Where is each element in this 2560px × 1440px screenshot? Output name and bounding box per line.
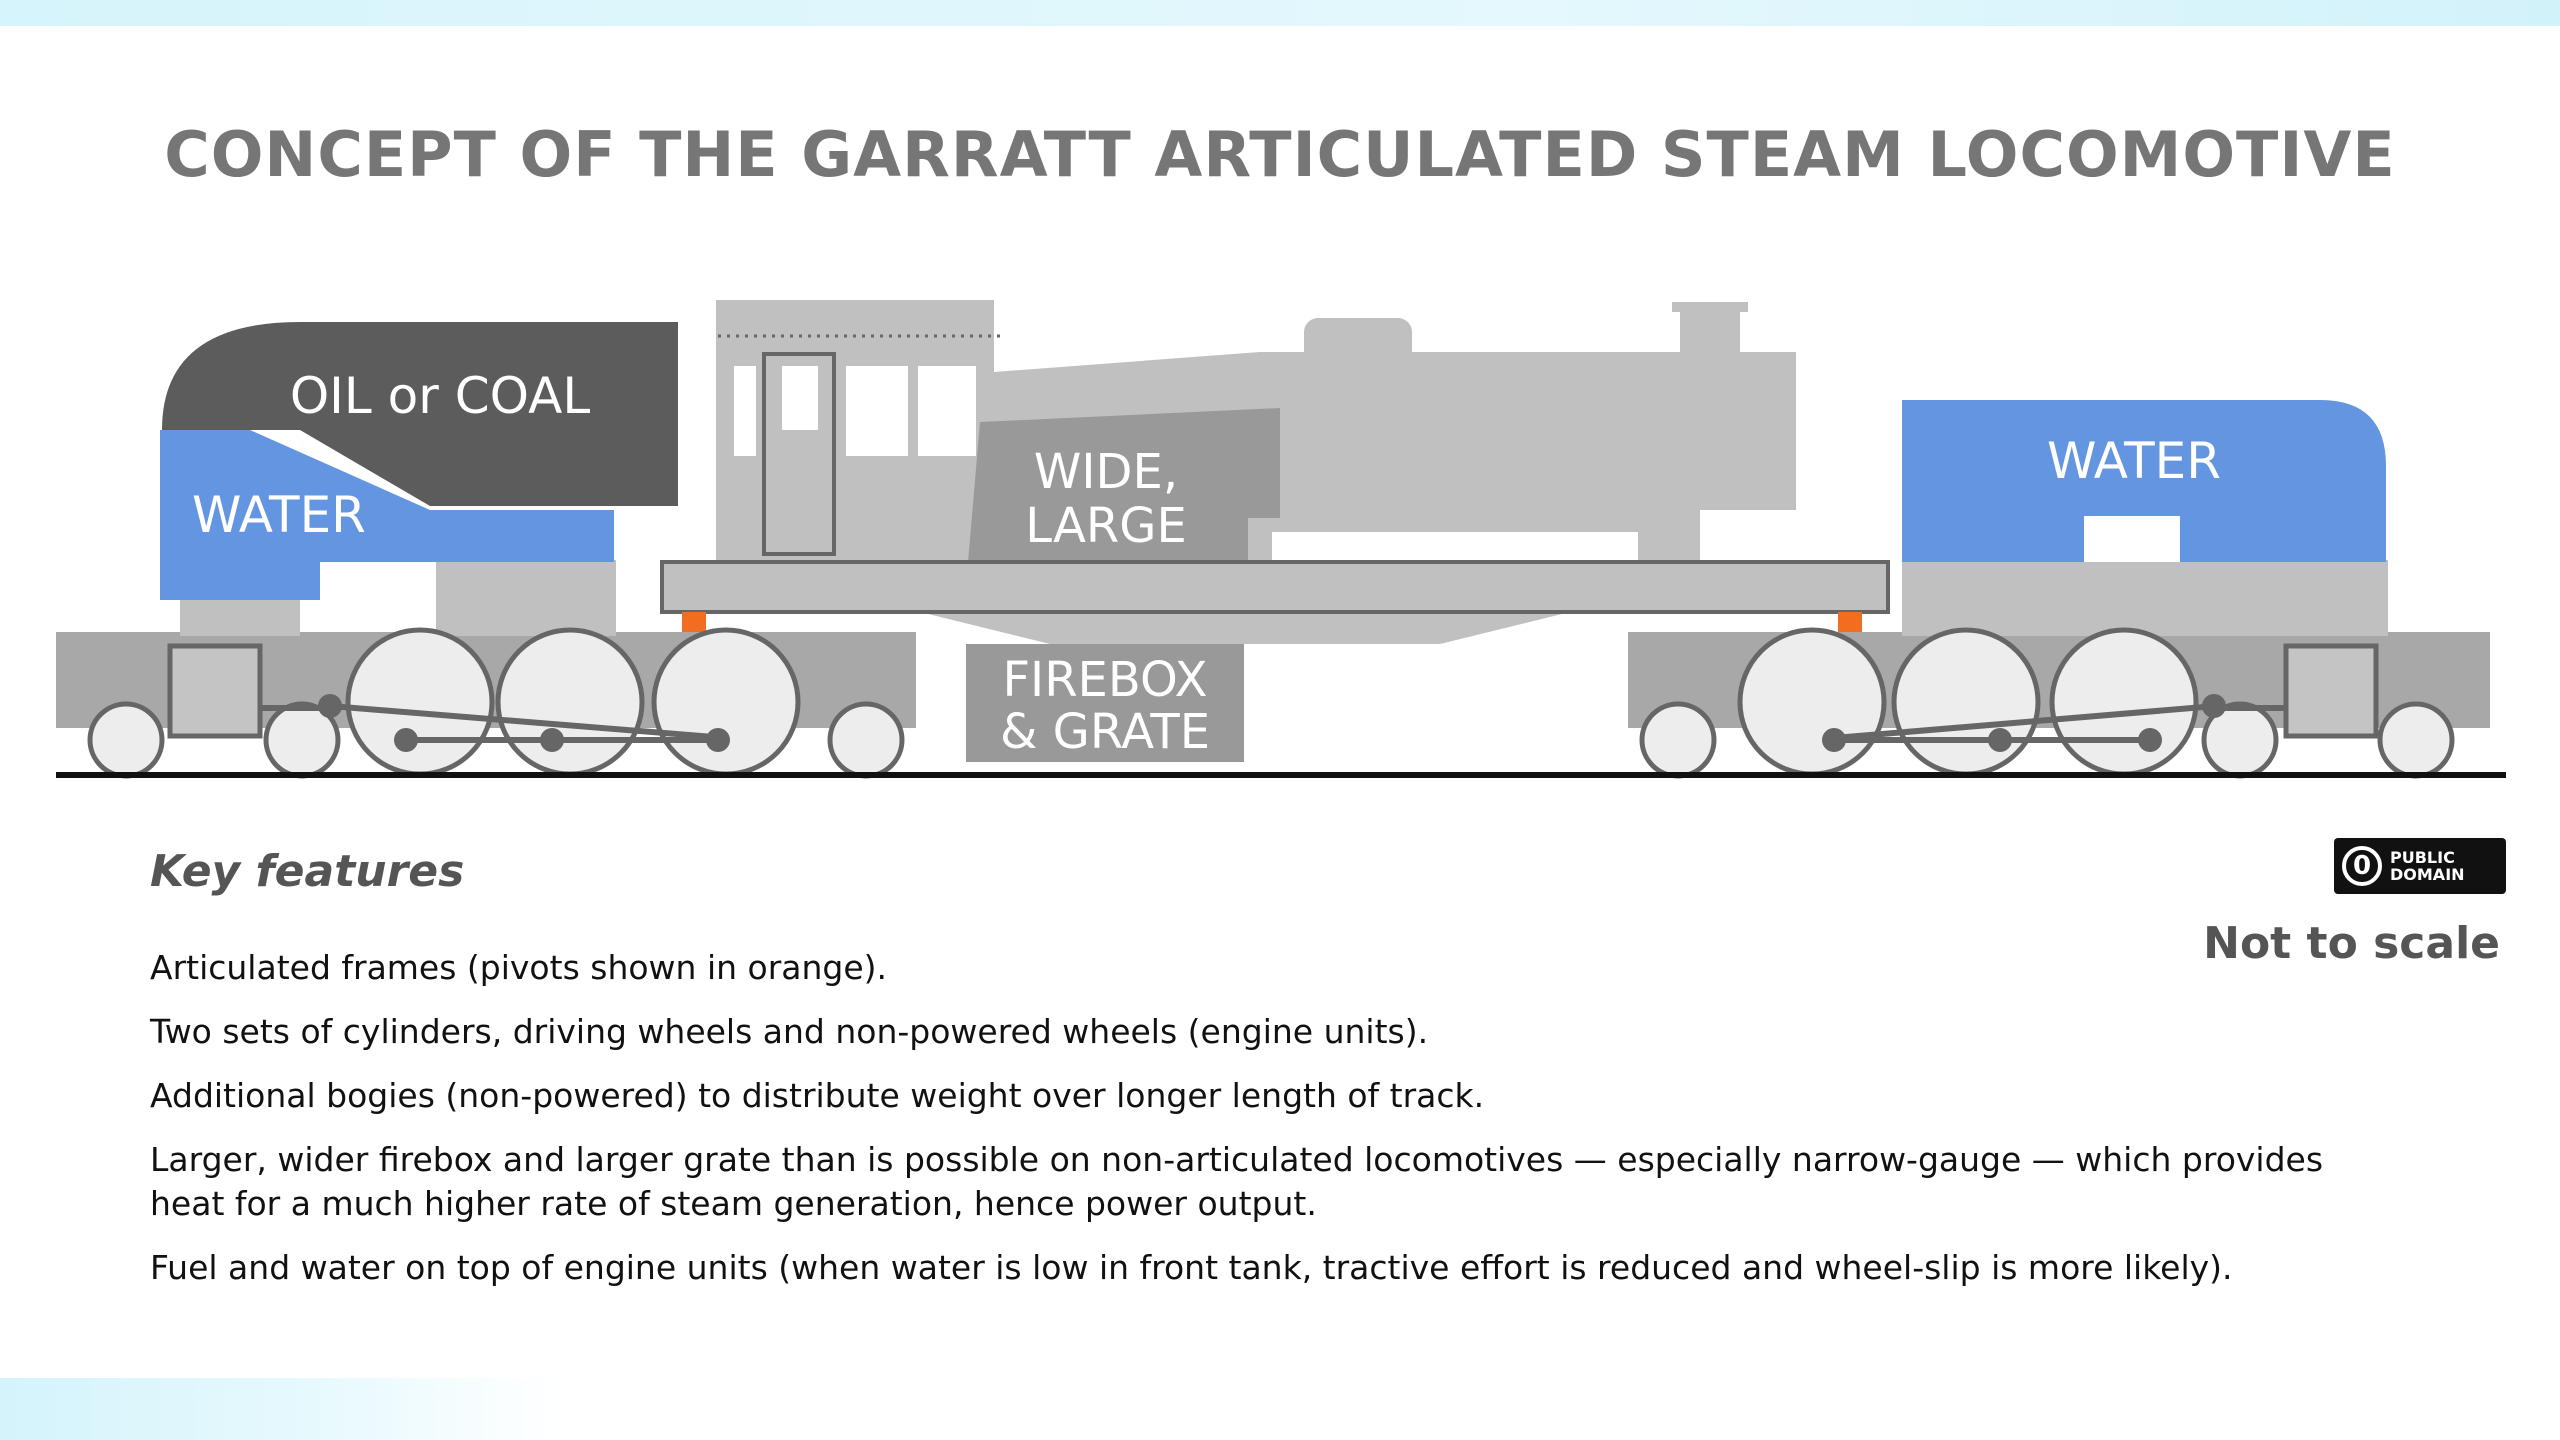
rear-tank: OIL or COAL WATER [160, 322, 678, 600]
front-tank-cutout [2084, 516, 2180, 562]
boiler: WIDE, LARGE [968, 302, 1796, 562]
front-crosshead-pin [2202, 694, 2226, 718]
rear-rod-pin-1 [394, 728, 418, 752]
rear-crosshead-pin [318, 694, 342, 718]
front-rod-pin-2 [1988, 728, 2012, 752]
front-water-tank [1902, 400, 2386, 562]
firebox-label-line2: & GRATE [1000, 704, 1210, 760]
fuel-bunker [162, 322, 678, 506]
firebox-grate: FIREBOX & GRATE [966, 644, 1244, 762]
fuel-bunker-label: OIL or COAL [290, 367, 590, 425]
feature-item: Additional bogies (non-powered) to distr… [150, 1076, 1485, 1115]
front-connecting-rod [1833, 703, 2217, 741]
firebox-grate-box [966, 644, 1244, 762]
front-rod-pin-1 [1822, 728, 1846, 752]
cab-door-window [782, 366, 818, 430]
rear-unit-riser-right [436, 560, 616, 636]
front-driving-wheel-2 [1891, 627, 2041, 777]
rear-driving-wheel-3 [651, 627, 801, 777]
rail-track [56, 772, 2506, 778]
rear-pony-wheel [827, 701, 905, 779]
wide-firebox-label-line2: LARGE [1025, 498, 1187, 554]
rear-driving-wheel-1 [345, 627, 495, 777]
front-valve-gear [1822, 694, 2286, 752]
rear-water-label: WATER [192, 486, 366, 544]
key-features-heading: Key features [150, 846, 465, 897]
cab-window-left [734, 366, 756, 456]
rear-valve-gear [260, 694, 730, 752]
rear-cylinder [167, 643, 263, 739]
boiler-underside-gap [1272, 532, 1638, 562]
front-driving-wheel-3 [2049, 627, 2199, 777]
rear-rod-pin-3 [706, 728, 730, 752]
chimney-cap [1672, 302, 1748, 312]
cab-window-middle [846, 366, 908, 456]
bridge-frame [660, 560, 1890, 614]
chimney [1680, 306, 1740, 366]
public-domain-line2: DOMAIN [2390, 865, 2465, 884]
rear-rod-pin-2 [540, 728, 564, 752]
rear-pivot [682, 612, 706, 632]
public-domain-icon: 0 [2342, 846, 2382, 886]
page-title: CONCEPT OF THE GARRATT ARTICULATED STEAM… [164, 118, 2396, 191]
wide-firebox-label-line1: WIDE, [1034, 444, 1178, 500]
front-cylinder [2283, 643, 2379, 739]
front-bogie-wheel-outer [2377, 701, 2455, 779]
firebox-underbody [920, 612, 1570, 644]
public-domain-badge: 0 PUBLIC DOMAIN [2334, 838, 2506, 894]
steam-dome [1304, 318, 1412, 368]
front-pivot [1838, 612, 1862, 632]
rear-driving-wheel-2 [495, 627, 645, 777]
feature-item: Articulated frames (pivots shown in oran… [150, 948, 888, 987]
front-unit-riser [1902, 560, 2388, 636]
central-frame [660, 560, 1890, 644]
cab-door [762, 352, 836, 556]
cab [716, 300, 1000, 562]
top-decorative-band [0, 0, 2560, 26]
feature-item: Fuel and water on top of engine units (w… [150, 1248, 2233, 1287]
garratt-locomotive-diagram: OIL or COAL WATER WIDE, LARGE FIREBOX & … [56, 300, 2506, 779]
key-features-list: Articulated frames (pivots shown in oran… [150, 946, 2330, 1310]
rear-water-tank [160, 430, 614, 600]
wheels [87, 627, 2455, 779]
rear-bogie-wheel-outer [87, 701, 165, 779]
cab-window-right [918, 366, 976, 456]
wide-firebox-outline [968, 408, 1280, 562]
bottom-decorative-band [0, 1378, 560, 1440]
public-domain-text: PUBLIC DOMAIN [2390, 849, 2465, 883]
rear-connecting-rod [329, 703, 727, 741]
front-pony-wheel [1639, 701, 1717, 779]
not-to-scale-note: Not to scale [2203, 918, 2500, 969]
front-water-label: WATER [2047, 432, 2221, 490]
feature-item: Two sets of cylinders, driving wheels an… [150, 1012, 1429, 1051]
front-driving-wheel-1 [1737, 627, 1887, 777]
firebox-label-line1: FIREBOX [1002, 652, 1207, 708]
front-rod-pin-3 [2138, 728, 2162, 752]
public-domain-line1: PUBLIC [2390, 848, 2455, 867]
feature-item: Larger, wider firebox and larger grate t… [150, 1140, 2324, 1223]
rear-unit-riser-left [180, 596, 300, 636]
